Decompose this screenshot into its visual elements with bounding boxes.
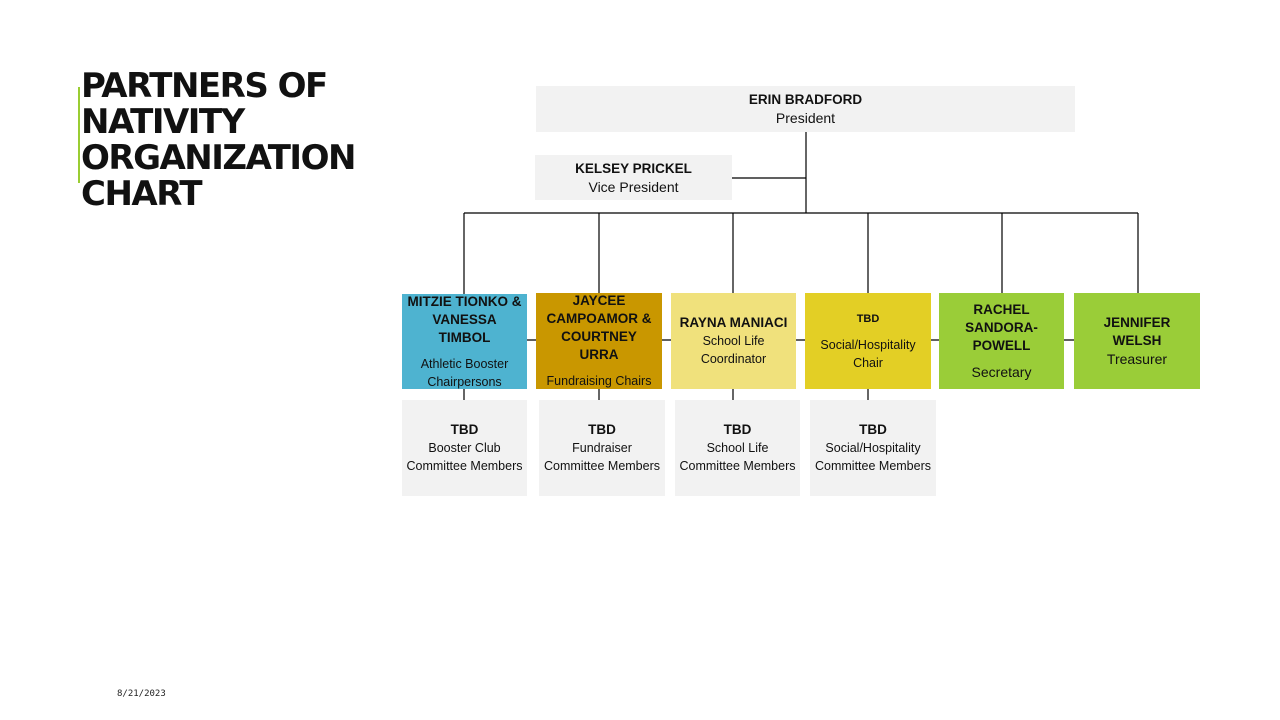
footer-date: 8/21/2023: [117, 689, 166, 699]
node-name: RAYNA MANIACI: [679, 315, 788, 330]
node-social-hospitality-committee: TBD Social/Hospitality Committee Members: [810, 400, 936, 496]
node-athletic-booster-chairs: MITZIE TIONKO & VANESSA TIMBOL Athletic …: [402, 294, 527, 389]
node-role: President: [775, 110, 836, 126]
node-role: Fundraiser Committee Members: [544, 441, 660, 473]
title-accent-bar: [78, 87, 80, 183]
node-name: TBD: [588, 422, 616, 437]
node-role: School Life Committee Members: [679, 441, 796, 473]
node-booster-club-committee: TBD Booster Club Committee Members: [402, 400, 527, 496]
node-vice-president: KELSEY PRICKEL Vice President: [535, 155, 732, 200]
node-name: TBD: [450, 422, 479, 437]
node-name: TBD: [856, 313, 880, 325]
node-name: MITZIE TIONKO & VANESSA TIMBOL: [407, 293, 522, 345]
node-name: RACHEL SANDORA-POWELL: [965, 302, 1038, 353]
node-fundraising-chairs: JAYCEE CAMPOAMOR & COURTNEY URRA Fundrai…: [536, 293, 662, 389]
node-role: Vice President: [588, 178, 679, 195]
node-name: TBD: [723, 422, 752, 437]
node-school-life-committee: TBD School Life Committee Members: [675, 400, 800, 496]
node-treasurer: JENNIFER WELSH Treasurer: [1074, 293, 1200, 389]
page-title: PARTNERS OF NATIVITY ORGANIZATION CHART: [81, 68, 381, 212]
node-social-hospitality-chair: TBD Social/Hospitality Chair: [805, 293, 931, 389]
title-line: ORGANIZATION: [81, 138, 356, 178]
node-role: Booster Club Committee Members: [406, 441, 523, 473]
node-role: School Life Coordinator: [700, 334, 767, 366]
node-name: TBD: [859, 422, 887, 437]
node-role: Social/Hospitality Committee Members: [815, 441, 931, 473]
node-role: Secretary: [971, 364, 1032, 380]
node-school-life-coordinator: RAYNA MANIACI School Life Coordinator: [671, 293, 796, 389]
node-name: JENNIFER WELSH: [1103, 315, 1171, 348]
node-fundraiser-committee: TBD Fundraiser Committee Members: [539, 400, 665, 496]
title-line: NATIVITY: [81, 102, 245, 142]
node-name: JAYCEE CAMPOAMOR & COURTNEY URRA: [546, 293, 652, 362]
node-role: Athletic Booster Chairpersons: [420, 356, 509, 389]
title-line: PARTNERS OF: [81, 66, 328, 106]
node-role: Fundraising Chairs: [546, 374, 652, 388]
node-role: Treasurer: [1106, 351, 1168, 367]
node-name: ERIN BRADFORD: [748, 92, 863, 107]
node-president: ERIN BRADFORD President: [536, 86, 1075, 132]
node-role: Social/Hospitality Chair: [820, 338, 916, 370]
node-secretary: RACHEL SANDORA-POWELL Secretary: [939, 293, 1064, 389]
node-name: KELSEY PRICKEL: [575, 160, 692, 176]
title-line: CHART: [81, 174, 203, 214]
